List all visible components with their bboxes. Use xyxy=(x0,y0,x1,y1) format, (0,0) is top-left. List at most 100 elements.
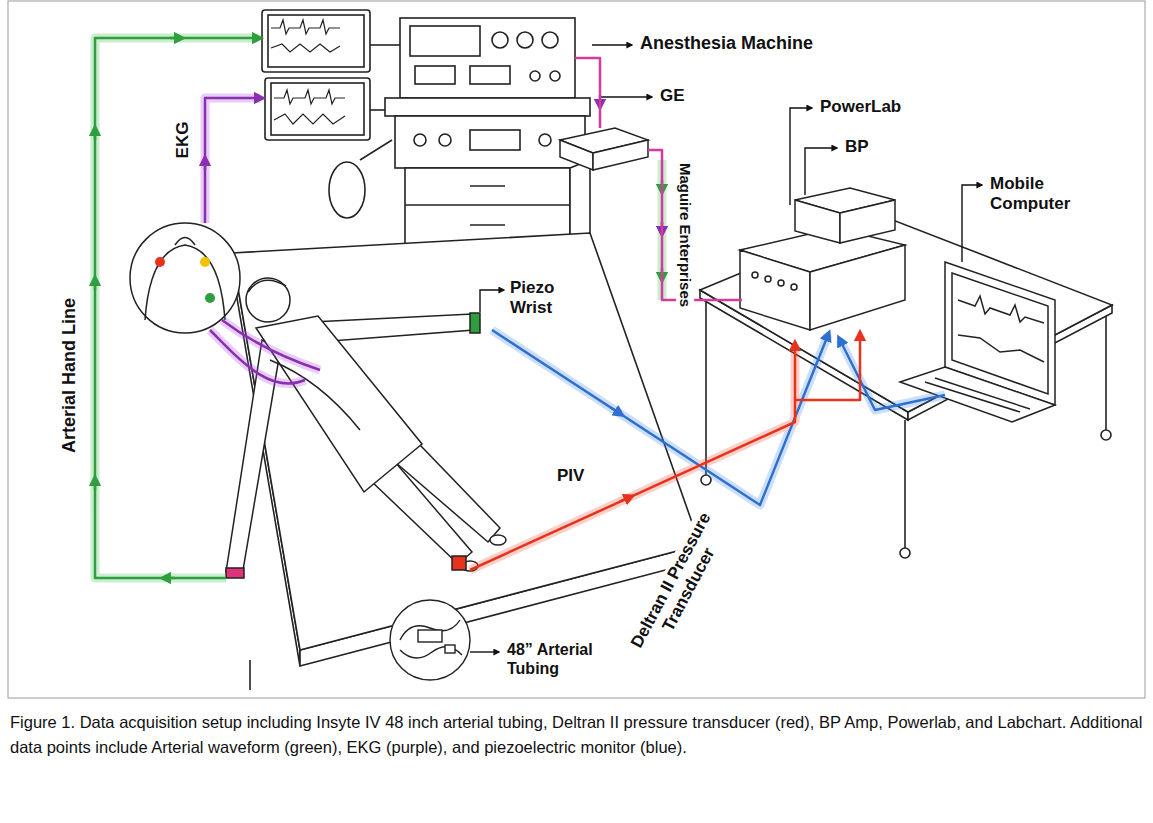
monitor xyxy=(265,78,370,140)
part-label: BP xyxy=(843,137,871,157)
anesthesia-machine xyxy=(530,71,540,81)
mobile-computer xyxy=(958,335,1044,362)
ekg-line xyxy=(210,330,305,384)
powerlab-unit xyxy=(765,276,771,282)
anesthesia-machine xyxy=(395,116,585,168)
anesthesia-machine xyxy=(550,71,560,81)
mobile-computer xyxy=(958,296,1044,323)
powerlab-unit xyxy=(791,284,797,290)
part-label: Piezo Wrist xyxy=(508,278,568,318)
mobile-computer xyxy=(935,378,1030,409)
figure-frame xyxy=(8,1,1145,698)
signal-glow xyxy=(95,38,945,578)
figure-caption: Figure 1. Data acquisition setup includi… xyxy=(10,710,1146,760)
bed xyxy=(232,233,700,690)
leader-line xyxy=(790,108,812,205)
arterial-line xyxy=(165,577,175,580)
anesthesia-machine xyxy=(470,130,520,150)
ekg-inset xyxy=(200,257,210,267)
pressure-line xyxy=(470,335,860,570)
anesthesia-machine xyxy=(470,185,505,187)
tubing-inset xyxy=(445,645,455,653)
ge-cable xyxy=(575,58,742,300)
anesthesia-machine xyxy=(542,32,558,48)
anesthesia-machine xyxy=(410,26,480,56)
monitor xyxy=(271,44,340,52)
ge-device xyxy=(560,140,593,170)
ekg-line xyxy=(222,320,320,370)
anesthesia-machine xyxy=(400,18,575,98)
pressure-line xyxy=(620,497,630,502)
patient xyxy=(256,316,422,492)
anesthesia-machine xyxy=(415,66,455,84)
powerlab-unit xyxy=(840,200,895,243)
piezo-line xyxy=(492,330,945,505)
arterial-line xyxy=(95,38,258,578)
arterial-line xyxy=(95,38,662,578)
patient xyxy=(452,556,466,570)
cart-table xyxy=(705,300,707,475)
ge-cable xyxy=(648,150,742,300)
monitor xyxy=(274,90,345,104)
patient xyxy=(226,278,506,578)
bed xyxy=(232,233,700,650)
ekg-inset xyxy=(130,223,240,333)
anesthesia-machine xyxy=(439,134,451,146)
ekg-inset xyxy=(175,238,195,246)
monitor xyxy=(268,15,364,67)
leader-line xyxy=(470,651,499,652)
arterial-line xyxy=(94,280,97,290)
part-label: 48” Arterial Tubing xyxy=(505,640,613,678)
cart-table xyxy=(904,420,906,548)
leader-line xyxy=(805,148,837,195)
pressure-line xyxy=(470,345,795,570)
anesthesia-machine xyxy=(539,134,551,146)
signal-glow xyxy=(95,38,258,578)
ekg-inset xyxy=(155,257,165,267)
patient xyxy=(246,278,290,322)
leader-line xyxy=(962,185,982,262)
cart-table xyxy=(1101,430,1111,440)
tubing-inset xyxy=(390,600,470,680)
arterial-line xyxy=(94,130,97,140)
powerlab-unit xyxy=(810,245,905,330)
piezo-line xyxy=(610,407,620,414)
part-label: Anesthesia Machine xyxy=(638,33,815,54)
anesthesia-machine xyxy=(414,134,426,146)
tubing-inset xyxy=(418,630,442,642)
patient xyxy=(490,535,506,545)
monitor xyxy=(262,10,370,72)
powerlab-unit xyxy=(740,250,810,330)
anesthesia-machine xyxy=(360,140,392,160)
leader-line xyxy=(592,44,632,45)
leader-line xyxy=(600,96,652,97)
anesthesia-machine xyxy=(517,32,533,48)
monitor xyxy=(274,114,345,124)
anesthesia-machine xyxy=(385,98,590,116)
arterial-line xyxy=(94,480,97,490)
anesthesia-machine xyxy=(470,224,505,226)
tubing-inset xyxy=(390,600,470,680)
powerlab-unit xyxy=(795,200,840,243)
ekg-line xyxy=(205,95,662,384)
ge-device xyxy=(560,128,648,170)
mobile-computer xyxy=(900,367,1055,422)
monitor xyxy=(271,83,364,135)
part-label: GE xyxy=(658,86,687,106)
anesthesia-machine xyxy=(492,32,508,48)
pressure-line xyxy=(795,335,860,400)
monitor xyxy=(271,20,340,34)
cart-table xyxy=(900,548,910,558)
part-label: Mobile Computer xyxy=(988,174,1078,214)
signal-glow xyxy=(470,345,795,570)
anesthesia-machine xyxy=(329,162,365,218)
leader-line xyxy=(470,45,982,652)
anesthesia-machine xyxy=(405,204,570,206)
arterial-line xyxy=(170,37,180,40)
patient xyxy=(248,280,286,292)
ekg-inset xyxy=(130,223,240,333)
powerlab-unit xyxy=(740,188,905,330)
leader-line xyxy=(480,290,504,312)
patient xyxy=(226,568,244,578)
patient xyxy=(470,313,480,333)
